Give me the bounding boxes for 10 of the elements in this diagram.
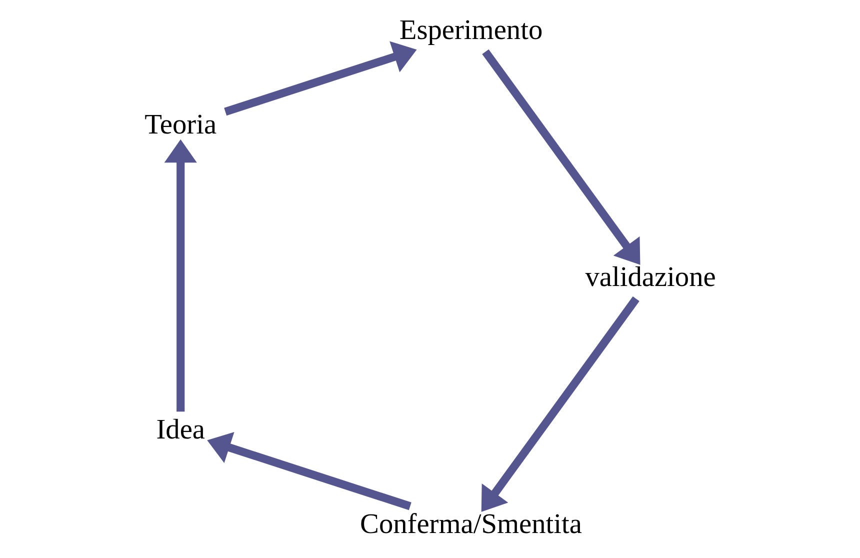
node-text: validazione [584, 262, 716, 293]
node-text: Idea [156, 414, 204, 446]
arrow [224, 41, 416, 116]
node-text: Esperimento [398, 14, 542, 46]
arrow [482, 49, 640, 265]
arrow [206, 432, 411, 510]
node-text: Teoria [144, 109, 216, 140]
arrow [164, 139, 196, 412]
arrow [480, 296, 639, 512]
node-text: Conferma/Smentita [360, 509, 582, 540]
